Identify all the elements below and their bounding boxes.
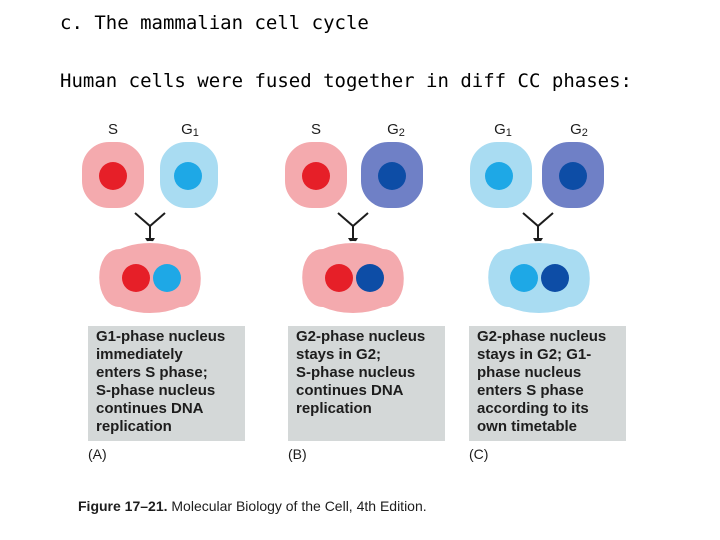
fused-cell-c [486, 241, 592, 315]
caption-line: replication [296, 400, 372, 417]
figure-source: Molecular Biology of the Cell, 4th Editi… [167, 498, 427, 514]
fused-nucleus-right-a [153, 264, 181, 292]
fusion-panel-a: S G1 G1-phase nucleus immediately enters… [80, 118, 260, 468]
slide-title: c. The mammalian cell cycle [60, 12, 369, 34]
figure-caption: Figure 17–21. Molecular Biology of the C… [78, 498, 427, 514]
phase-label-left-a: S [108, 121, 118, 138]
caption-box-c: G2-phase nucleus stays in G2; G1- phase … [469, 326, 626, 441]
fusion-arrow-b [337, 212, 369, 241]
phase-label-left-b: S [311, 121, 321, 138]
fused-nucleus-left-a [122, 264, 150, 292]
caption-line: own timetable [477, 418, 578, 435]
fusion-diagram-a: S G1 [80, 121, 220, 315]
caption-line: enters S phase; [96, 364, 208, 381]
fusion-diagram-c: G1 G2 [468, 121, 606, 315]
phase-label-left-c: G1 [494, 121, 512, 139]
fused-nucleus-right-c [541, 264, 569, 292]
nucleus-left-c [485, 162, 513, 190]
fused-nucleus-left-b [325, 264, 353, 292]
fused-nucleus-left-c [510, 264, 538, 292]
fusion-arrow-c [522, 212, 554, 241]
nucleus-right-a [174, 162, 202, 190]
phase-label-right-c: G2 [570, 121, 588, 139]
figure-number: Figure 17–21. [78, 498, 168, 514]
caption-line: stays in G2; G1- [477, 346, 592, 363]
panel-letter-a: (A) [88, 446, 107, 462]
caption-line: G1-phase nucleus [96, 328, 226, 345]
nucleus-left-b [302, 162, 330, 190]
caption-line: immediately [96, 346, 183, 363]
fusion-panel-b: S G2 G2-phase nucleus stays in G2; S-pha… [280, 118, 460, 468]
caption-line: stays in G2; [296, 346, 382, 363]
caption-line: S-phase nucleus [296, 364, 416, 381]
phase-label-right-b: G2 [387, 121, 405, 139]
caption-line: G2-phase nucleus [296, 328, 426, 345]
fusion-arrow-a [134, 212, 166, 241]
caption-line: phase nucleus [477, 364, 582, 381]
caption-box-a: G1-phase nucleus immediately enters S ph… [88, 326, 245, 441]
caption-line: G2-phase nucleus [477, 328, 607, 345]
fused-nucleus-right-b [356, 264, 384, 292]
nucleus-left-a [99, 162, 127, 190]
panel-letter-c: (C) [469, 446, 489, 462]
caption-line: enters S phase [477, 382, 584, 399]
fusion-panel-c: G1 G2 G2-phase nucleus stays in G2; G1- … [461, 118, 641, 468]
caption-line: replication [96, 418, 172, 435]
caption-line: S-phase nucleus [96, 382, 216, 399]
caption-line: according to its [477, 400, 589, 417]
fusion-diagram-b: S G2 [283, 121, 425, 315]
slide-intro-text: Human cells were fused together in diff … [60, 70, 632, 92]
caption-line: continues DNA [296, 382, 404, 399]
caption-line: continues DNA [96, 400, 204, 417]
nucleus-right-b [378, 162, 406, 190]
phase-label-right-a: G1 [181, 121, 199, 139]
nucleus-right-c [559, 162, 587, 190]
caption-box-b: G2-phase nucleus stays in G2; S-phase nu… [288, 326, 445, 441]
panel-letter-b: (B) [288, 446, 307, 462]
